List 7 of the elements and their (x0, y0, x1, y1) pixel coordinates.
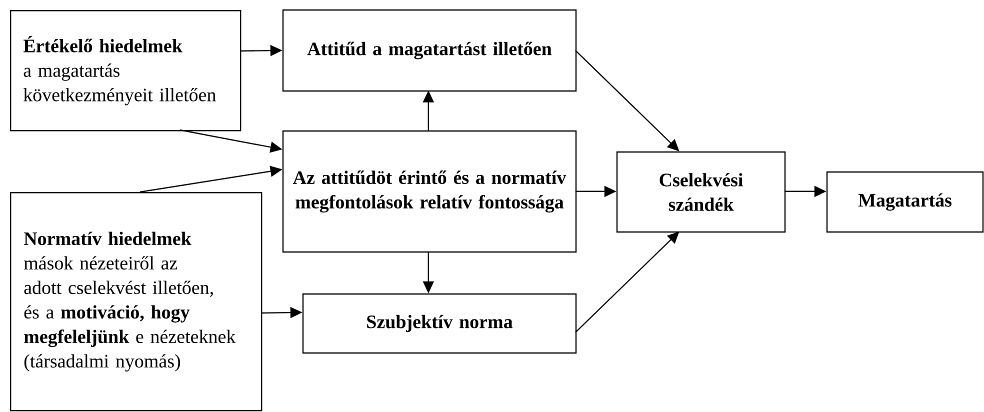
process-box: Normatív hiedelmek mások nézeteiről az adott cselekvést illetően, és a motiváció, hogy megfeleljünk e nézeteknek (társadalmi nyomás) (10, 192, 262, 412)
process-box: Szubjektív norma (302, 293, 577, 354)
process-box: Az attitűdöt érintő és a normatív megfontolások relatív fontossága (282, 130, 577, 253)
process-box: Értékelő hiedelmek a magatartás következményeit illetően (10, 10, 242, 132)
process-box: Cselekvési szándék (616, 151, 786, 233)
process-box: Attitűd a magatartást illetően (282, 9, 577, 92)
process-box: Magatartás (826, 171, 984, 233)
